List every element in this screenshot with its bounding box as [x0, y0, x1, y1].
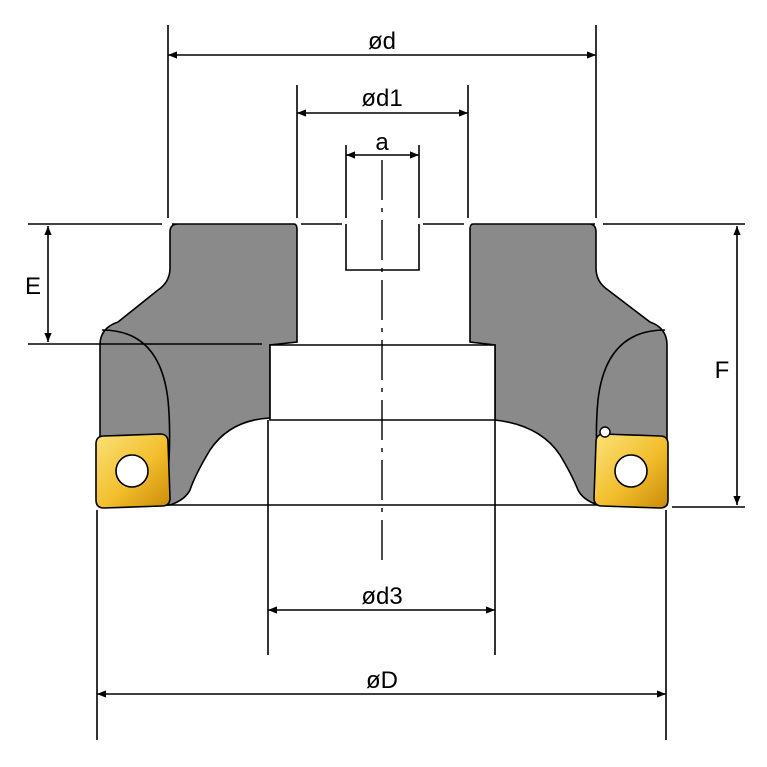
cutter-body — [99, 223, 668, 506]
right-insert-screw-hole — [614, 454, 648, 488]
dimension-labels: ød ød1 a E F ød3 øD — [25, 28, 729, 694]
label-D: øD — [366, 667, 398, 694]
left-insert — [95, 433, 171, 509]
label-d: ød — [368, 28, 396, 55]
right-insert — [593, 426, 669, 509]
label-e: E — [25, 273, 41, 300]
right-insert-pin — [599, 426, 611, 438]
label-f: F — [715, 357, 730, 384]
label-a: a — [375, 129, 389, 156]
label-d3: ød3 — [361, 583, 402, 610]
dimension-lines — [44, 51, 741, 698]
label-d1: ød1 — [361, 85, 402, 112]
left-insert-screw-hole — [115, 454, 149, 488]
